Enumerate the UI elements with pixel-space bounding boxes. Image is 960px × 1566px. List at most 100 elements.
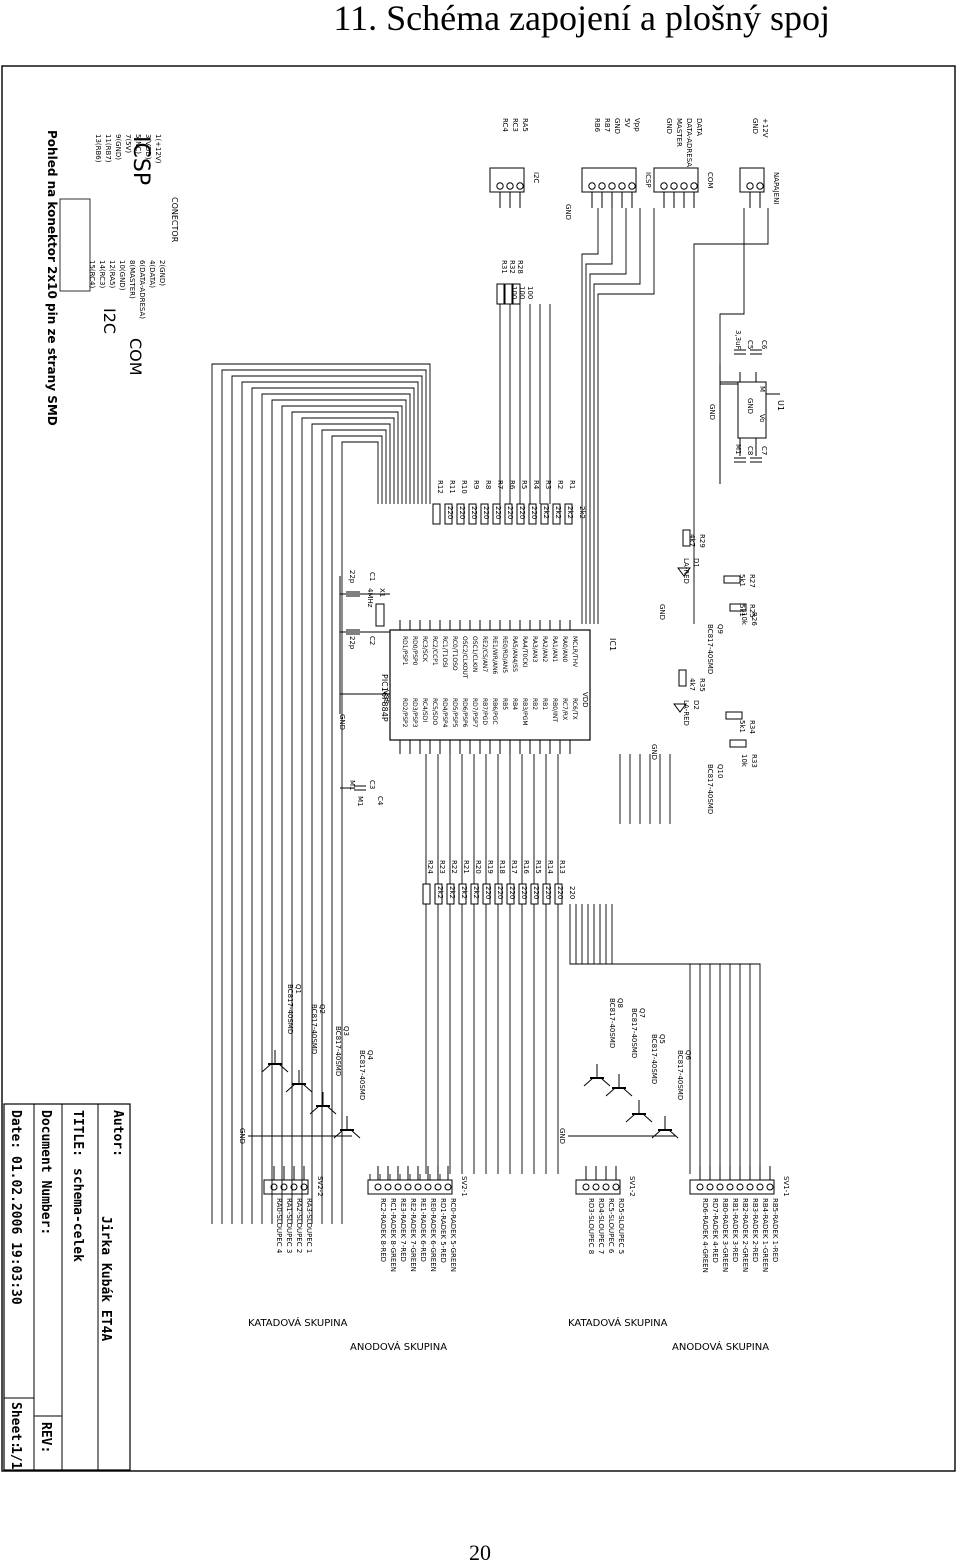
resistor-value: 100 — [526, 286, 534, 299]
group-label-4: ANODOVÁ SKUPINA — [672, 1340, 769, 1353]
connector-pin — [280, 1183, 288, 1191]
transistor-value: BC817-40SMD — [310, 1004, 318, 1054]
connector-pin — [444, 1183, 452, 1191]
gnd-label-right: GND — [558, 1128, 566, 1144]
bus-wire — [301, 417, 395, 1224]
mcu-left-pin-label: RC1/T1OSI — [441, 636, 448, 668]
bus-wire — [597, 208, 655, 624]
top-connector-pin-label: DATA — [695, 118, 703, 136]
aux-part-name: D2 — [692, 700, 700, 710]
aux-part-value: 5k1 — [738, 604, 746, 617]
x1-value: 4MHz — [366, 588, 374, 608]
title-value: schema-celek — [70, 1168, 85, 1262]
bottom-connector-label: RC1-RADEK 8-GREEN — [389, 1198, 397, 1272]
bus-wire — [581, 208, 599, 624]
transistor-value: BC817-40SMD — [676, 1050, 684, 1100]
bus-wire — [589, 208, 627, 624]
aux-part-value: 10k — [740, 612, 748, 626]
resistor-value: 220 — [482, 506, 490, 519]
resistor-body — [564, 503, 573, 525]
transistor-lead — [625, 1113, 636, 1123]
c6-label: C6 — [760, 340, 768, 350]
connector-pin — [690, 182, 698, 190]
connector-pin — [660, 182, 668, 190]
mcu-right-pin-label: RB1 — [541, 698, 548, 710]
bottom-connector-name: SV1-1 — [782, 1176, 790, 1197]
resistor-name: R21 — [462, 860, 470, 874]
bottom-connector-label: RA1-SLOUPEC 3 — [285, 1198, 293, 1253]
aux-part-value: BC817-40SMD — [706, 764, 714, 814]
bottom-connector-name: SV1-2 — [628, 1176, 636, 1197]
connector-pin — [434, 1183, 442, 1191]
resistor-value: 220 — [556, 886, 564, 899]
top-connector-body — [581, 167, 637, 193]
resistor-value: 220 — [470, 506, 478, 519]
connector-pin — [270, 1183, 278, 1191]
resistor-value: 220 — [568, 886, 576, 899]
resistor-value: 220 — [446, 506, 454, 519]
resistor-body — [482, 883, 491, 905]
aux-part-value: 10k — [740, 754, 748, 768]
resistor-name: R1 — [568, 480, 576, 489]
page-title: 11. Schéma zapojení a plošný spoj — [333, 0, 830, 38]
connector-pin — [394, 1183, 402, 1191]
resistor-value: 220 — [494, 506, 502, 519]
resistor-name: R11 — [448, 480, 456, 494]
connector-pin — [384, 1183, 392, 1191]
transistor-lead — [278, 1063, 289, 1073]
transistor-lead — [605, 1087, 616, 1097]
mcu-right-pin-label: RB3/PGM — [521, 698, 528, 726]
transistor-lead — [333, 1129, 344, 1139]
resistor-value: 220 — [520, 886, 528, 899]
aux-resistor — [678, 669, 687, 687]
bus-wire — [231, 375, 423, 1224]
icsp-right-pin: 12(RA5) — [108, 260, 116, 288]
transistor-value: BC817-40SMD — [608, 998, 616, 1048]
aux-part-name: R27 — [748, 574, 756, 588]
top-connector-pin-label: DATA-ADRESA — [685, 118, 693, 167]
icsp-left-pin: 13(RB6) — [94, 134, 102, 163]
bus-wire — [281, 405, 403, 1224]
connector-pin — [414, 1183, 422, 1191]
mcu-left-pins: MCLR/THVRA0/AN0RA1/AN1RA2/AN2RA3/AN3RA4/… — [399, 620, 578, 679]
transistor-name: Q2 — [318, 1004, 326, 1014]
transistor-name: Q1 — [294, 984, 302, 994]
resistor-value: 220 — [508, 886, 516, 899]
resistor-body — [504, 283, 513, 305]
connector-pin — [612, 1183, 620, 1191]
resistor-value: 2k2 — [460, 886, 468, 899]
sheet-value: 1/1 — [8, 1446, 23, 1470]
date-label: Date: — [8, 1110, 23, 1149]
gnd-label-left: GND — [238, 1128, 246, 1144]
top-connector-name: ICSP — [644, 172, 652, 188]
aux-part-name: Q9 — [716, 624, 724, 634]
resistor-body — [518, 883, 527, 905]
resistor-name: R10 — [460, 480, 468, 494]
aux-part-value: 4k7 — [688, 534, 696, 547]
resistor-body — [480, 503, 489, 525]
page-number: 20 — [469, 1540, 491, 1565]
resistor-name: R28 — [516, 260, 524, 274]
mcu-right-pin-label: RC7/RX — [561, 698, 568, 720]
bottom-connector-label: RD5-SLOUPEC 5 — [617, 1198, 625, 1254]
mcu-left-pin-label: RD1/PSP1 — [401, 636, 408, 666]
mcu-left-pin-label: RC2/CCP1 — [431, 636, 438, 666]
connector-pin — [506, 182, 514, 190]
connector-pin — [680, 182, 688, 190]
icsp-left-pin: 1(+12V) — [154, 134, 162, 164]
resistor-value: 220 — [506, 506, 514, 519]
mcu-right-pin-label: RD4/PSP4 — [441, 698, 448, 728]
aux-part-name: R35 — [698, 678, 706, 692]
bus-wire — [261, 393, 411, 1224]
date-value: 01.02.2006 19:03:30 — [8, 1156, 23, 1305]
top-connector-pin-label: Vpp — [633, 118, 641, 132]
author-label: Autor: — [110, 1110, 125, 1157]
mcu-left-pin-label: MCLR/THV — [571, 636, 578, 668]
resistor-body — [504, 503, 513, 525]
mcu-left-pin-label: RD0/PSP0 — [411, 636, 418, 666]
icsp-right-pins: 2(GND)4(DATA)6(DATA-ADRESA)8(MASTER)10(G… — [88, 260, 166, 319]
transistor-lead — [309, 1105, 320, 1115]
transistor-name: Q8 — [616, 998, 624, 1008]
aux-part-value: 4k7 — [688, 678, 696, 691]
